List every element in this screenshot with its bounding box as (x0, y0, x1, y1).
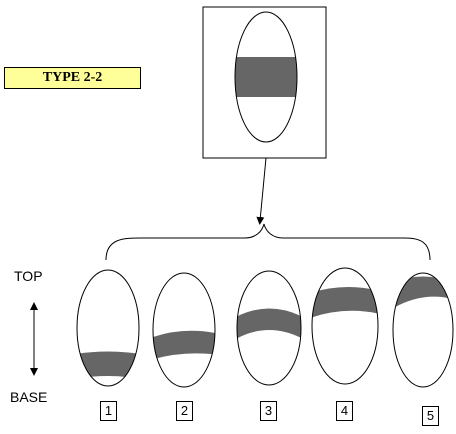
grain-1-outline (76, 269, 140, 387)
grain-1-band (77, 351, 139, 380)
grain-option-4 (311, 267, 379, 385)
connector-arrow (256, 157, 267, 225)
grain-option-1 (76, 269, 140, 387)
base-label: BASE (10, 389, 48, 405)
reference-grain-box (202, 6, 327, 159)
grain-5-band (393, 276, 453, 310)
curly-brace (105, 223, 431, 261)
grain-4-band (312, 286, 378, 318)
option-number-2: 2 (176, 401, 193, 421)
grain-3-band (237, 308, 301, 340)
option-number-4: 4 (336, 401, 353, 421)
type-label: TYPE 2-2 (4, 67, 141, 89)
reference-grain-band (235, 57, 297, 97)
grain-3-outline (236, 270, 302, 386)
reference-grain-outline (234, 11, 298, 143)
grain-option-5 (392, 272, 454, 388)
option-number-5: 5 (422, 406, 439, 426)
reference-grain (234, 11, 298, 143)
option-number-3: 3 (260, 401, 277, 421)
grain-option-3 (236, 270, 302, 386)
grain-2-band (153, 330, 215, 360)
option-number-1: 1 (100, 401, 117, 421)
grain-5-outline (392, 272, 454, 388)
grain-2-outline (152, 272, 216, 388)
grain-option-2 (152, 272, 216, 388)
grain-4-outline (311, 267, 379, 385)
top-label: TOP (14, 268, 43, 284)
